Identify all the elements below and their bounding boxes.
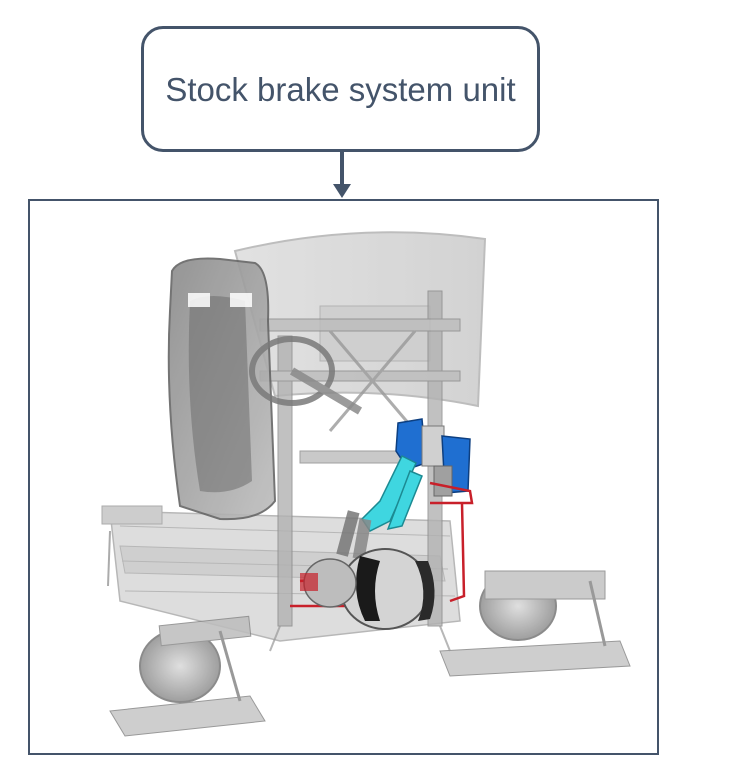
callout-arrow (333, 152, 351, 198)
brake-disc-caliper (300, 548, 435, 630)
support-legs (269, 625, 451, 652)
callout-box: Stock brake system unit (141, 26, 540, 152)
steering-wheel (249, 336, 363, 415)
aluminium-frame (259, 290, 461, 627)
pedal-set (336, 510, 372, 560)
simulator-cad-illustration (101, 231, 631, 737)
racing-seat (167, 257, 277, 521)
right-actuator-motor (439, 570, 631, 677)
brake-pedal-arm (361, 454, 423, 532)
brake-master-cylinder (395, 418, 471, 497)
model-frame (28, 199, 659, 755)
left-actuator-motor (109, 615, 266, 737)
callout-label: Stock brake system unit (165, 70, 516, 108)
